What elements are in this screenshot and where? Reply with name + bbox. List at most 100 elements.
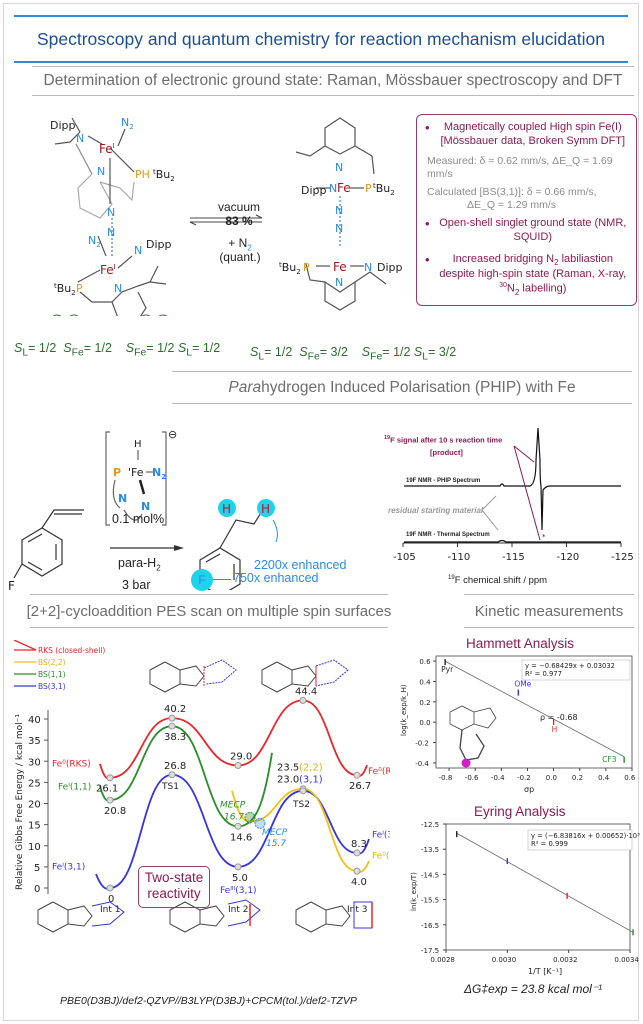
- y-tick-label: 35: [28, 736, 41, 747]
- hammett-title: Hammett Analysis: [466, 636, 575, 651]
- svg-text:N: N: [141, 500, 150, 513]
- pes-value-labels: 40.238.326.826.120.8029.014.65.044.426.7…: [52, 686, 390, 915]
- svg-text:N: N: [118, 492, 127, 505]
- label-fe1-31-right: Feᴵ(3,1): [372, 830, 390, 840]
- f-enhancement: 750x enhanced: [233, 571, 319, 585]
- reagent-para-h2: para-H2: [118, 556, 161, 573]
- category-label: Int 2: [228, 905, 248, 915]
- y-tick-label: -15.5: [421, 897, 439, 905]
- label-dipp-1: Dipp: [50, 119, 76, 132]
- svg-text:H: H: [222, 502, 231, 516]
- x-tick-label: 0.0032: [553, 956, 578, 964]
- int3-structure: [295, 901, 373, 933]
- y-axis-label: ln(k_exp/T): [410, 872, 418, 911]
- pes-node: [106, 774, 114, 782]
- svg-text:Fe: Fe: [337, 181, 351, 195]
- pes-node: [234, 822, 242, 830]
- x-tick-label: 0.0030: [492, 956, 517, 964]
- pes-value-label: 40.2: [164, 704, 186, 715]
- computational-method: PBE0(D3BJ)/def2-QZVP//B3LYP(D3BJ)+CPCM(t…: [60, 995, 357, 1007]
- x-tick-label: -0.6: [465, 774, 479, 782]
- y-tick-label: 0.2: [419, 699, 430, 707]
- y-tick-label: 40: [28, 715, 41, 726]
- pes-value-label: 26.7: [349, 781, 371, 792]
- y-tick-label: -16.5: [421, 922, 439, 930]
- point-label: H: [552, 725, 558, 734]
- label-fe-1: FeI: [99, 142, 115, 156]
- pes-node: [106, 796, 114, 804]
- x-axis-label: 1/T [K⁻¹]: [528, 967, 562, 976]
- nmr-star-marker: *: [542, 533, 546, 541]
- y-tick-label: 10: [28, 842, 41, 853]
- two-state-reactivity-badge: Two-state reactivity: [138, 866, 210, 908]
- left-spin-values: SL= 1/2 SFe= 1/2 SFe= 1/2 SL= 1/2: [14, 341, 221, 359]
- ts2-label: TS2: [292, 800, 310, 810]
- svg-text:Dipp: Dipp: [377, 261, 403, 274]
- section-ground-state-heading: Determination of electronic ground state…: [32, 66, 634, 96]
- fit-legend: [521, 659, 631, 681]
- y-tick-label: 15: [28, 821, 41, 832]
- info-bullet-singlet: •Open-shell singlet ground state (NMR, S…: [425, 216, 627, 243]
- nmr-tick-label: -105: [393, 552, 416, 563]
- x-tick-label: 0.0028: [430, 956, 455, 964]
- svg-text:N2: N2: [152, 466, 166, 481]
- spin-orbital-icon: [69, 314, 79, 316]
- pes-value-label: 20.8: [104, 806, 126, 817]
- annotation-arrow-bottom: [513, 445, 541, 541]
- pes-node: [299, 787, 307, 795]
- y-tick-label: 30: [28, 757, 41, 768]
- svg-text:N: N: [107, 206, 115, 219]
- svg-text:tBu2: tBu2: [54, 282, 76, 297]
- pes-value-label: 38.3: [164, 732, 186, 743]
- label-fe1-11: Feᴵ(1,1): [58, 783, 91, 793]
- enhancement-arrow-icon: [272, 519, 278, 543]
- svg-text:N: N: [335, 161, 343, 174]
- pes-node: [106, 884, 114, 892]
- ts1-label: TS1: [161, 782, 179, 792]
- x-tick-label: -0.8: [439, 774, 453, 782]
- section-pes-heading: [2+2]-cycloaddition PES scan on multiple…: [27, 594, 391, 628]
- legend-label-rks: RKS (closed-shell): [38, 646, 105, 655]
- label-fe0-rks-right: Fe⁰(RKS): [368, 767, 390, 777]
- svg-text:tBu2: tBu2: [373, 182, 395, 197]
- pes-value-label: 4.0: [351, 877, 367, 888]
- fit-line: [444, 660, 625, 758]
- legend-label-bs11: BS(1,1): [38, 670, 66, 679]
- arrow-condition-quant: (quant.): [219, 250, 261, 264]
- bond: [71, 117, 81, 133]
- label-fe3-31: Feᴵᴵᴵ(3,1): [220, 886, 257, 896]
- fit-line: [456, 832, 634, 933]
- svg-text:Fe: Fe: [333, 260, 347, 274]
- trace-label-phip: 19F NMR - PHIP Spectrum: [406, 478, 481, 484]
- pes-node: [299, 696, 307, 704]
- arrow-yield: 83 %: [225, 214, 253, 228]
- mecp1-marker: [244, 811, 256, 823]
- curve-bs22-head: [231, 790, 251, 823]
- eyring-activation-energy: ΔG‡exp = 23.8 kcal mol⁻¹: [464, 982, 603, 996]
- svg-text:H: H: [261, 502, 270, 516]
- pes-value-label: 29.0: [230, 751, 252, 762]
- plot-frame: [445, 823, 631, 951]
- x-tick-label: 0.6: [624, 774, 636, 782]
- curve-bs11-tail: [237, 752, 273, 828]
- mossbauer-calculated: Calculated [BS(3,1)]: δ = 0.66 mm/s, ΔE_…: [427, 185, 597, 212]
- fit-r2: R² = 0.999: [531, 840, 568, 848]
- x-tick-label: 0.0: [546, 774, 557, 782]
- mecp1-value: 16.7: [224, 813, 244, 823]
- svg-text:P: P: [113, 466, 121, 479]
- pes-value-label: 26.8: [164, 761, 186, 772]
- svg-text:N: N: [335, 204, 343, 217]
- pes-node: [168, 714, 176, 722]
- y-tick-label: -12.5: [421, 821, 439, 829]
- section-kinetics-heading: Kinetic measurements: [464, 594, 634, 628]
- x-tick-label: 0.2: [572, 774, 583, 782]
- thermal-trace: [404, 539, 621, 543]
- curve-bs31: [95, 773, 370, 890]
- poster-frame: [3, 3, 639, 1021]
- ts2-value-31: 23.0: [277, 775, 299, 786]
- int2-structure: [169, 899, 261, 933]
- nmr-tick-label: -125: [611, 552, 634, 563]
- mecp2-marker: [254, 817, 266, 829]
- fit-equation: y = −0.68429x + 0.03032: [525, 662, 615, 670]
